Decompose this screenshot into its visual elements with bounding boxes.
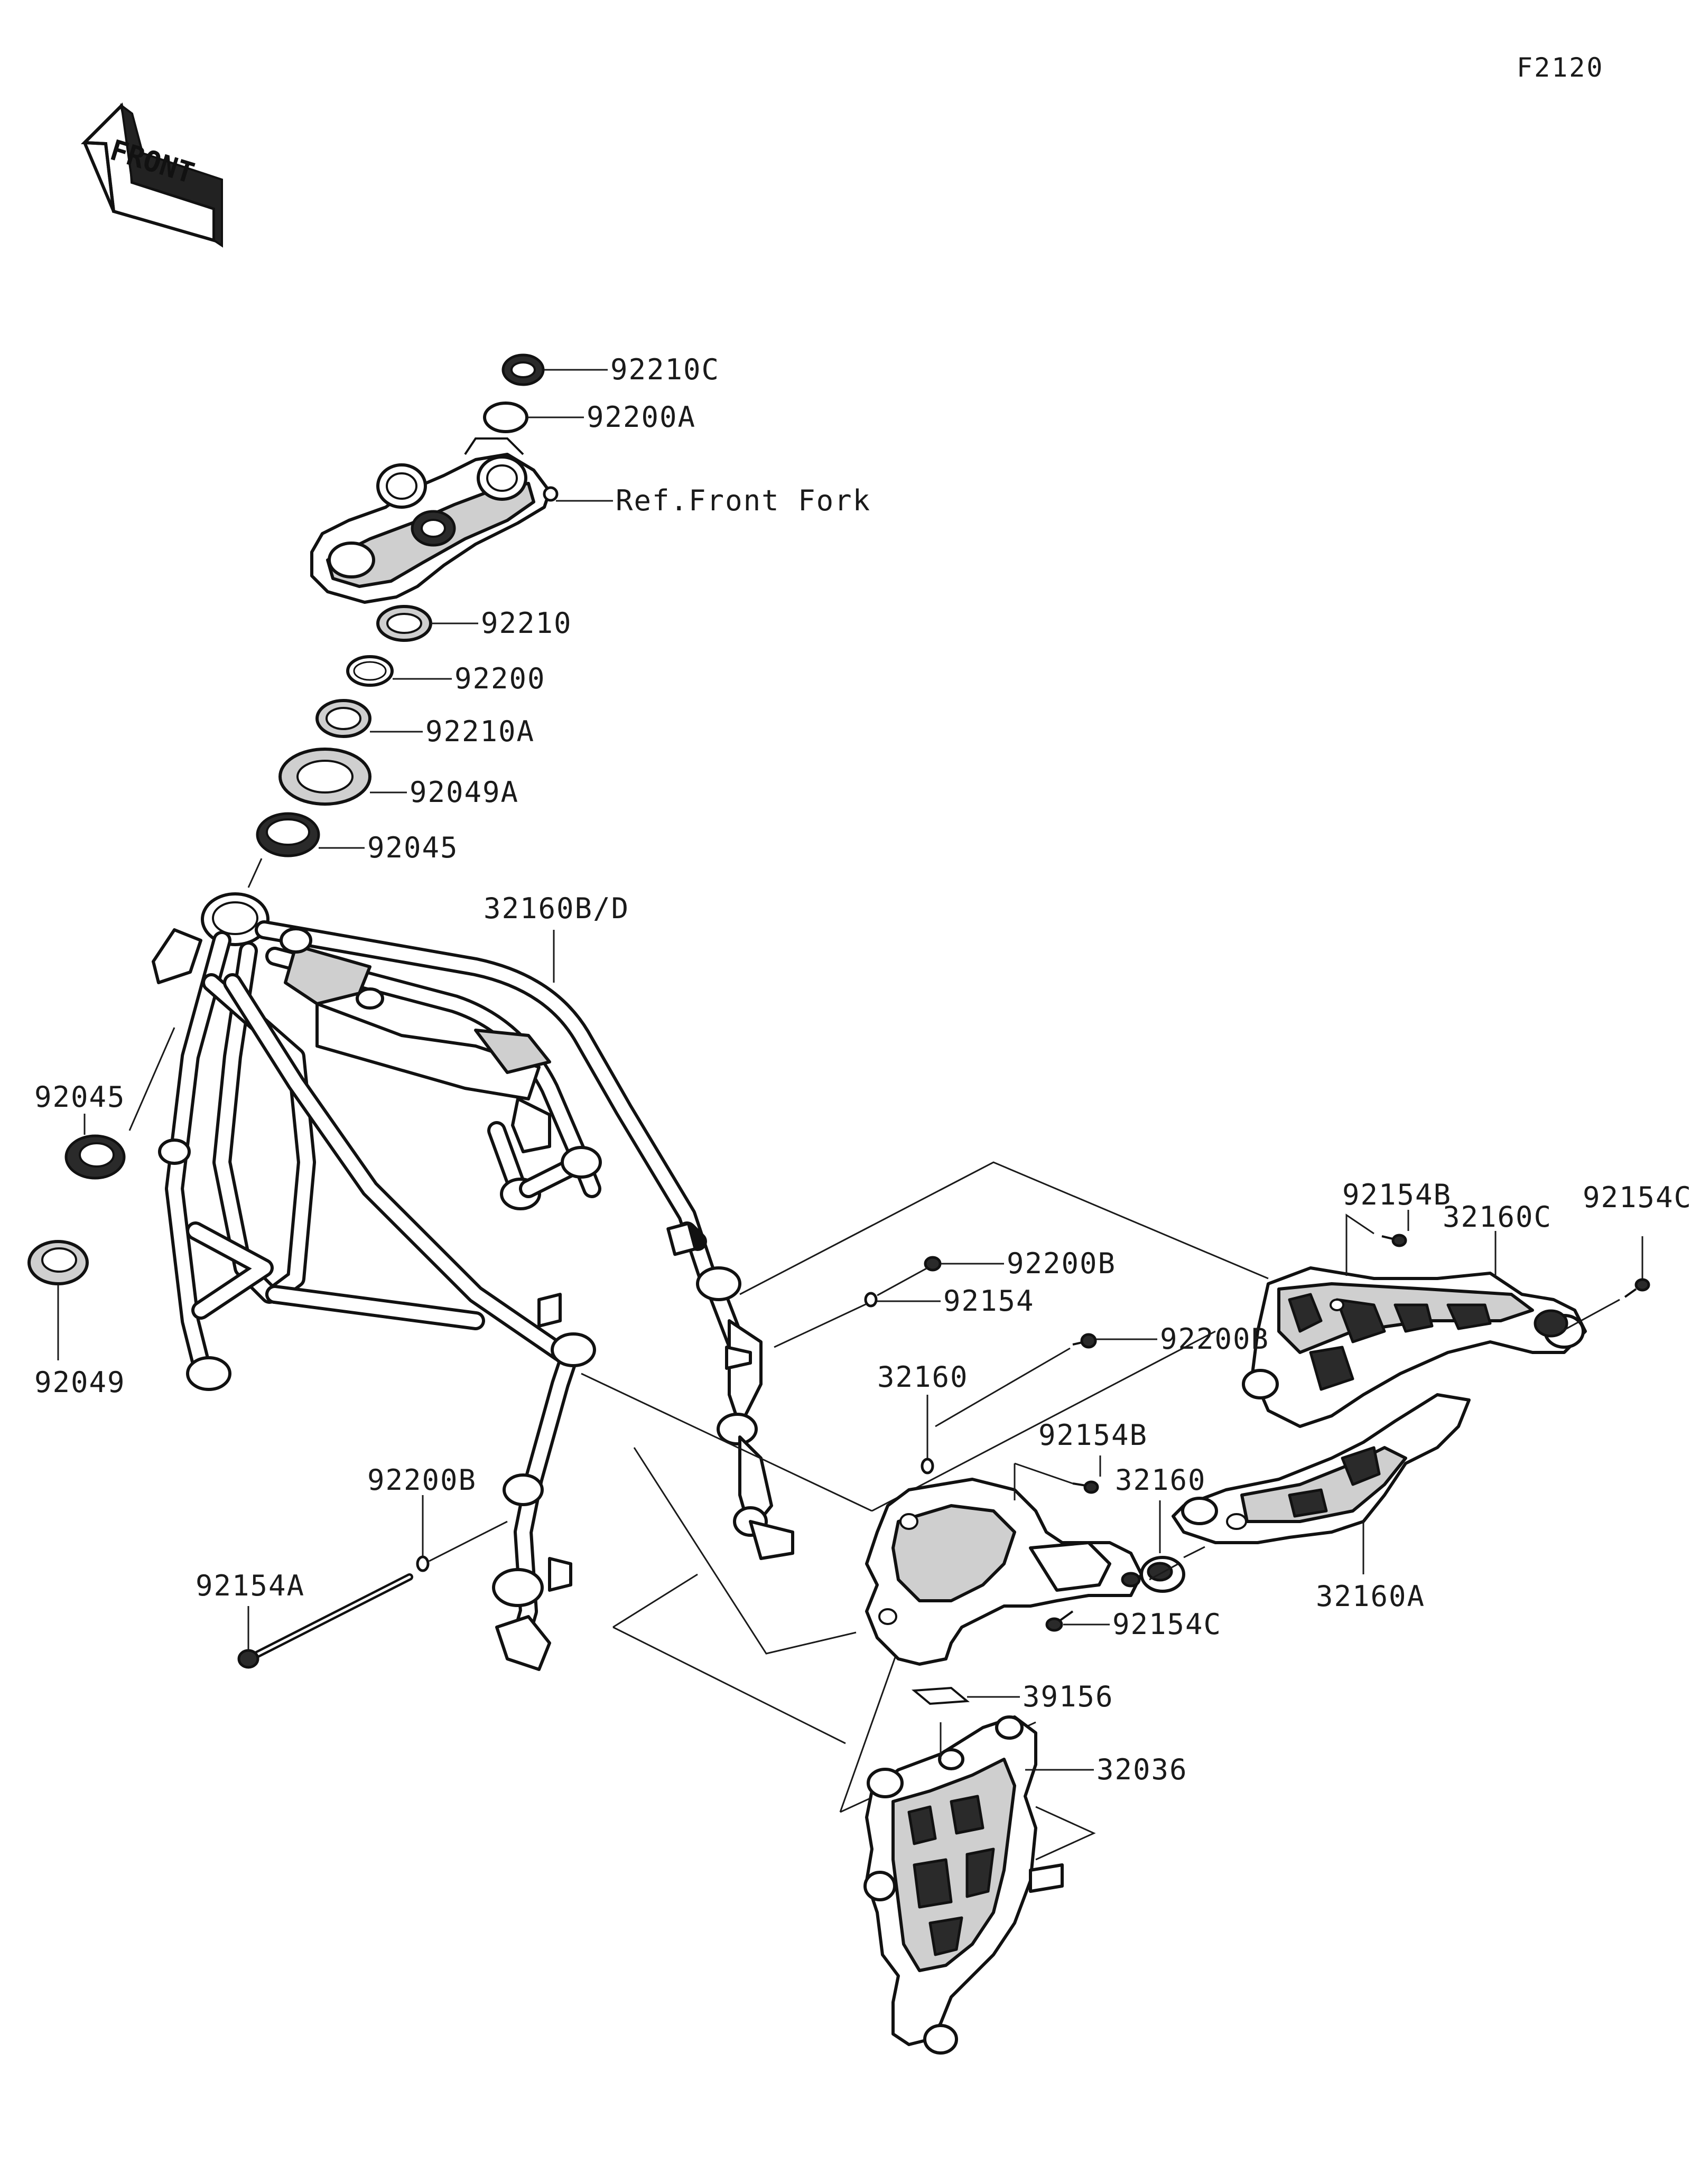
side-bracket-32160 (865, 1478, 1185, 1666)
callout-39156: 39156 (1023, 1680, 1114, 1713)
callout-92049A: 92049A (410, 776, 519, 809)
callout-32160A: 32160A (1316, 1580, 1425, 1613)
label-39156 (911, 1686, 970, 1705)
washer-92200B-a (864, 1292, 878, 1308)
bolt-92154B-mid (1072, 1480, 1099, 1494)
nut-92210 (376, 605, 432, 642)
bolt-92154 (1072, 1333, 1097, 1349)
bearing-92045-top (256, 812, 320, 857)
bearing-92045-left (64, 1134, 126, 1180)
callout-92210A: 92210A (425, 715, 535, 748)
washer-92200 (346, 655, 394, 687)
callout-32160C: 32160C (1443, 1200, 1552, 1234)
callout-92154C-right: 92154C (1583, 1181, 1691, 1214)
rear-rail-32160A (1172, 1393, 1471, 1544)
callout-92210B: 92200B (1007, 1247, 1116, 1280)
callout-32160: 32160 (1115, 1463, 1206, 1497)
nut-92210A (315, 699, 371, 738)
callout-92200: 92200 (454, 662, 546, 695)
callout-92210: 92210 (481, 606, 572, 640)
callout-92154A: 92154A (196, 1569, 305, 1602)
callout-32036: 32036 (1097, 1753, 1188, 1786)
callout-92200A: 92200A (587, 400, 696, 434)
front-arrow-icon: FRONT (81, 102, 223, 248)
callout-92200B-a: 92154 (943, 1284, 1035, 1318)
seal-92049 (27, 1240, 89, 1285)
rear-subframe-32160C (1242, 1266, 1587, 1428)
callout-92154C-bottom: 92154C (1112, 1608, 1222, 1641)
washer-92200B-b (921, 1458, 934, 1474)
callout-92154B-top: 92154B (1342, 1178, 1452, 1211)
callout-92200B-b: 32160 (877, 1360, 969, 1394)
washer-92200A (483, 402, 528, 433)
locknut-92210C (501, 353, 545, 386)
callout-92210C: 92210C (610, 353, 720, 386)
callout-92045-left: 92045 (34, 1080, 126, 1114)
upper-triple-clamp (310, 437, 559, 604)
bolt-92154C-bottom (1045, 1610, 1074, 1632)
bolt-92154C-right (1624, 1278, 1650, 1298)
callout-92049: 92049 (34, 1366, 126, 1399)
bolt-92154B-top (1381, 1234, 1407, 1247)
callout-92045-top: 92045 (367, 831, 459, 864)
diagram-code: F2120 (1517, 52, 1604, 83)
callout-32160BD: 32160B/D (484, 892, 629, 925)
long-bolt-92154A (237, 1573, 413, 1669)
nut-92210B (924, 1256, 942, 1272)
callout-ref-front-fork: Ref.Front Fork (616, 484, 871, 517)
callout-92200B-c: 92200B (367, 1463, 477, 1497)
seal-92049A (278, 748, 371, 806)
callout-92154: 92200B (1160, 1322, 1269, 1356)
callout-92154B-mid: 92154B (1038, 1418, 1148, 1452)
engine-bracket-32036 (863, 1715, 1064, 2055)
washer-92200B-c (416, 1555, 430, 1572)
main-frame-32160BD (152, 892, 794, 1671)
